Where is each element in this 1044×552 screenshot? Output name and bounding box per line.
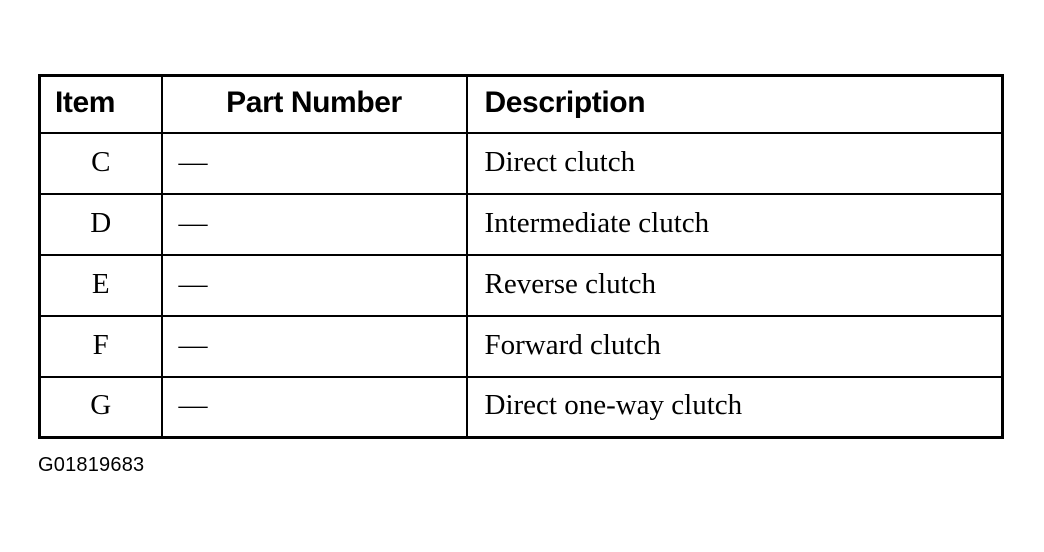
column-header-description: Description xyxy=(465,74,1004,134)
table-row: E — Reverse clutch xyxy=(38,253,1004,317)
cell-description: Direct clutch xyxy=(465,131,1004,195)
table-header: Item Part Number Description xyxy=(38,74,1004,134)
table-body: C — Direct clutch D — Intermediate clutc… xyxy=(38,131,1004,439)
cell-description: Forward clutch xyxy=(465,314,1004,378)
table-row: G — Direct one-way clutch xyxy=(38,375,1004,439)
table-row: D — Intermediate clutch xyxy=(38,192,1004,256)
cell-description: Direct one-way clutch xyxy=(465,375,1004,439)
cell-part-number: — xyxy=(160,253,468,317)
table-row: F — Forward clutch xyxy=(38,314,1004,378)
cell-part-number: — xyxy=(160,375,468,439)
table-header-row: Item Part Number Description xyxy=(38,74,1004,134)
column-header-item: Item xyxy=(38,74,163,134)
cell-part-number: — xyxy=(160,314,468,378)
cell-description: Intermediate clutch xyxy=(465,192,1004,256)
cell-part-number: — xyxy=(160,192,468,256)
parts-table: Item Part Number Description C — Direct … xyxy=(38,74,1004,439)
table-row: C — Direct clutch xyxy=(38,131,1004,195)
column-header-part-number: Part Number xyxy=(160,74,468,134)
cell-item: G xyxy=(38,375,163,439)
cell-item: E xyxy=(38,253,163,317)
figure-caption: G01819683 xyxy=(38,454,145,476)
cell-item: C xyxy=(38,131,163,195)
cell-part-number: — xyxy=(160,131,468,195)
cell-item: F xyxy=(38,314,163,378)
cell-description: Reverse clutch xyxy=(465,253,1004,317)
cell-item: D xyxy=(38,192,163,256)
